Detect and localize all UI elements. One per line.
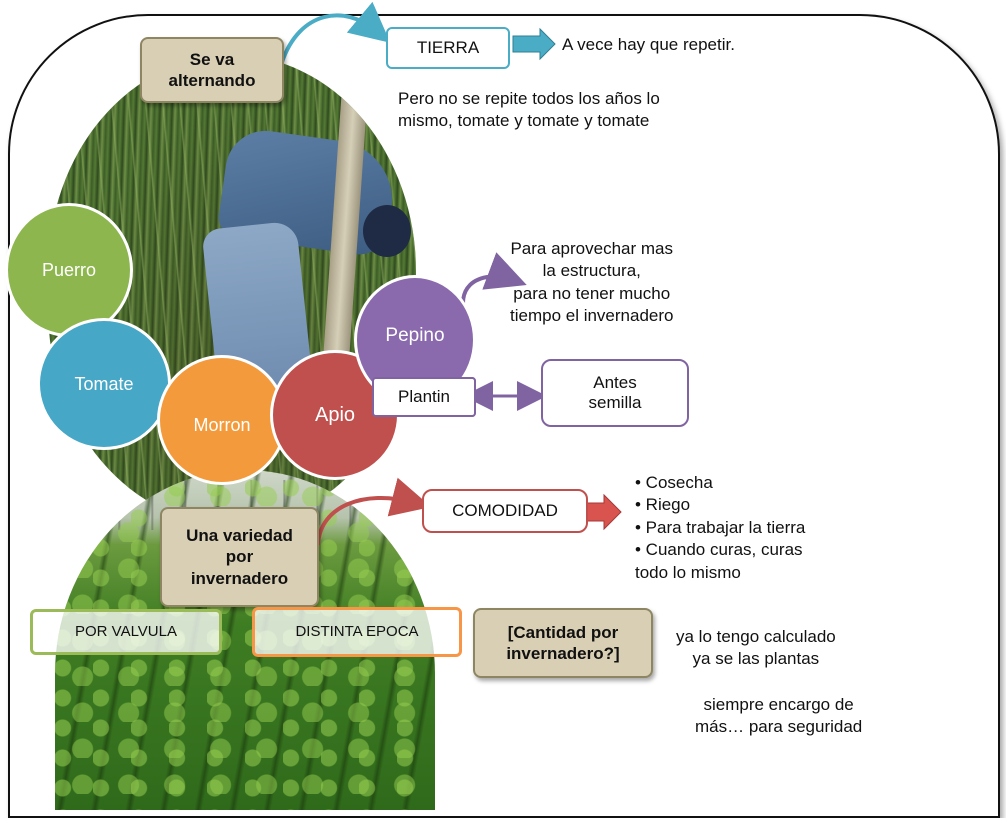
cantidad-box: [Cantidad por invernadero?] (473, 608, 653, 678)
encargo-text: siempre encargo de más… para seguridad (695, 695, 863, 737)
circle-morron: Morron (157, 355, 287, 485)
distinta-epoca-box: DISTINTA EPOCA (252, 607, 462, 657)
tierra-box: TIERRA (386, 27, 510, 69)
no-repite-text: Pero no se repite todos los años lo mism… (398, 89, 660, 131)
plantin-box-front: Plantin (372, 377, 476, 417)
arrow-alternando-to-tierra (280, 1, 391, 63)
repetir-text: A vece hay que repetir. (562, 35, 735, 54)
comodidad-box: COMODIDAD (422, 489, 588, 533)
arrow-variedad-to-comodidad (316, 477, 432, 546)
variedad-box: Una variedad por invernadero (160, 507, 319, 607)
tierra-block-arrow (512, 27, 556, 61)
aprovechar-text: Para aprovechar mas la estructura, para … (510, 239, 674, 326)
circle-tomate: Tomate (37, 318, 171, 450)
comodidad-block-arrow (585, 493, 622, 531)
alternando-box: Se va alternando (140, 37, 284, 103)
antes-semilla-box: Antes semilla (541, 359, 689, 427)
calculado-text: ya lo tengo calculado ya se las plantas (676, 627, 836, 669)
por-valvula-box: POR VALVULA (30, 609, 222, 655)
comodidad-list: • Cosecha • Riego • Para trabajar la tie… (635, 473, 806, 582)
circle-puerro: Puerro (5, 203, 133, 337)
